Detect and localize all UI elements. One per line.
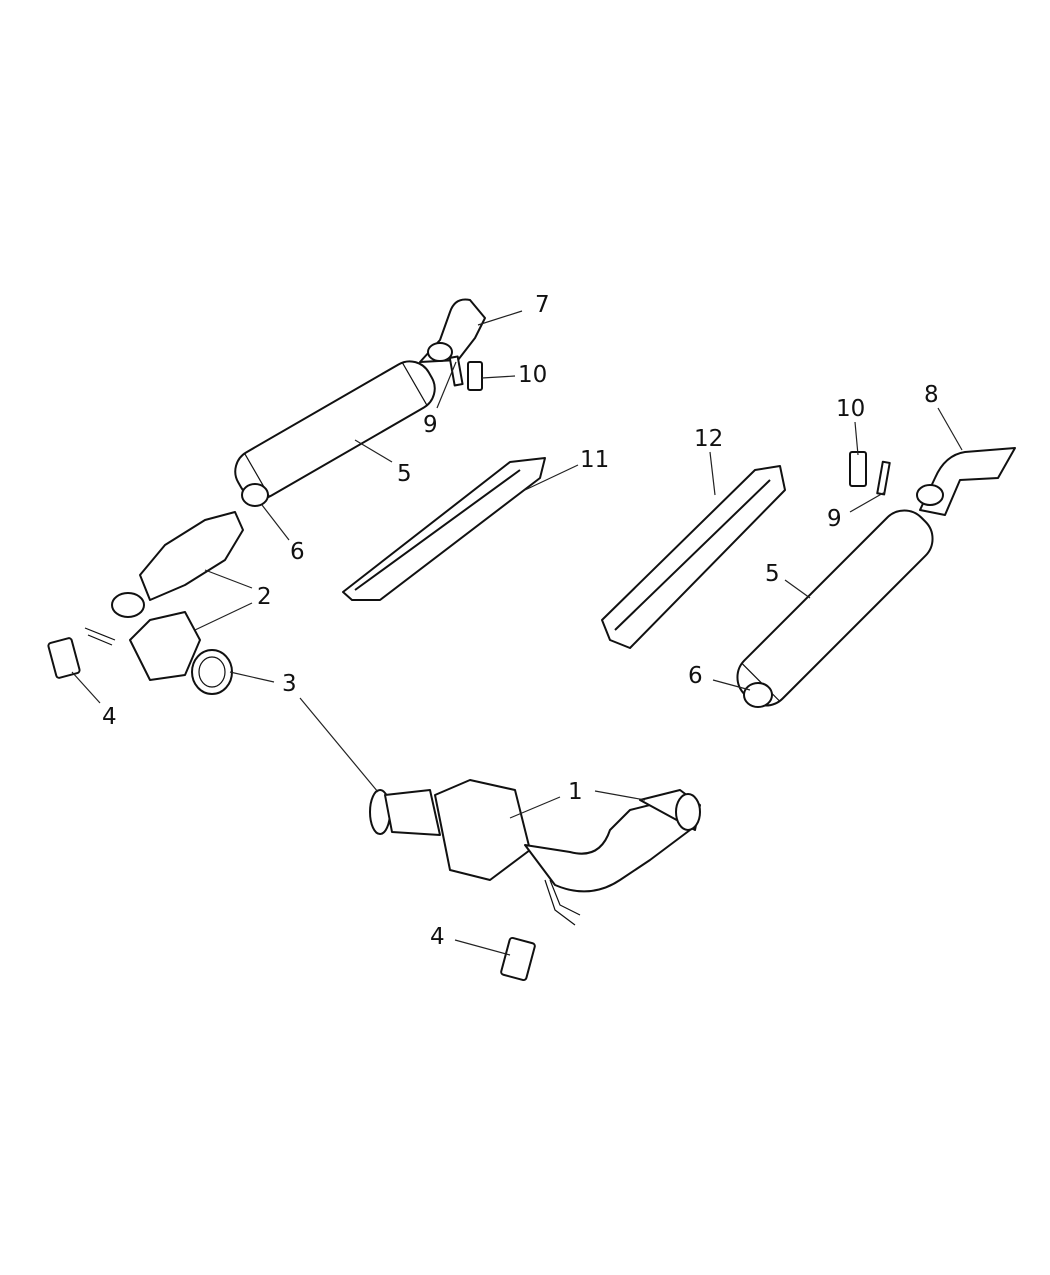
- bracket-4-left: [47, 637, 81, 679]
- callout-6-left: 6: [290, 539, 305, 565]
- callout-3: 3: [282, 671, 297, 697]
- callout-4-left: 4: [102, 704, 117, 730]
- callout-10-right: 10: [836, 396, 865, 422]
- callout-2: 2: [257, 584, 272, 610]
- converter-1: [369, 779, 701, 926]
- heat-shield-12: [601, 465, 786, 649]
- callout-5-left: 5: [397, 461, 412, 487]
- hanger-9-right: [876, 460, 891, 496]
- callout-1: 1: [568, 779, 583, 805]
- heat-shield-11: [342, 457, 546, 601]
- callout-6-right: 6: [688, 663, 703, 689]
- leader-lines: [71, 310, 963, 956]
- callout-9-right: 9: [827, 506, 842, 532]
- isolator-10-right: [849, 451, 867, 487]
- tailpipe-8: [916, 447, 1016, 516]
- muffler-right: [736, 509, 934, 708]
- converter-2: [84, 511, 244, 695]
- callout-9-left: 9: [423, 412, 438, 438]
- callout-7: 7: [535, 292, 550, 318]
- callout-11: 11: [580, 447, 609, 473]
- bracket-4-bottom: [500, 936, 536, 982]
- callout-8: 8: [924, 382, 939, 408]
- callout-4-bottom: 4: [430, 924, 445, 950]
- isolator-10-left: [467, 361, 483, 391]
- muffler-left: [234, 360, 436, 507]
- tailpipe-7: [419, 298, 486, 363]
- callout-5-right: 5: [765, 561, 780, 587]
- callout-12: 12: [694, 426, 723, 452]
- callout-10-left: 10: [518, 362, 547, 388]
